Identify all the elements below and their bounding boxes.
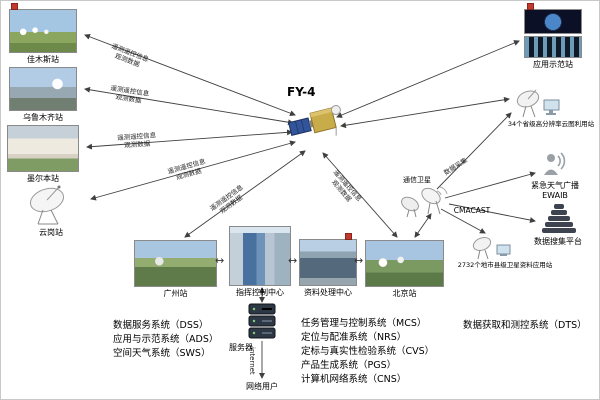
guangzhou-photo — [134, 240, 217, 287]
command-center-photo — [229, 226, 291, 286]
system-item: 任务管理与控制系统（MCS） — [301, 318, 427, 329]
command-center-label: 指挥控制中心 — [236, 288, 284, 297]
beijing-photo — [365, 240, 444, 287]
system-item: 应用与示范系统（ADS） — [113, 334, 219, 345]
system-item: 数据获取和测控系统（DTS） — [463, 320, 587, 331]
edge-label-urumqi: 遥测遥控信息观测数据 — [109, 84, 150, 105]
ewaib-broadcast-icon — [544, 152, 566, 175]
link-arrow: ↔ — [288, 254, 298, 267]
edge-label-yungang: 遥测遥控信息观测数据 — [166, 157, 207, 182]
ewaib-label: 紧急天气广播 — [531, 181, 579, 190]
system-item: 定标与真实性检验系统（CVS） — [301, 346, 435, 357]
ewaib-abbr-label: EWAIB — [542, 191, 568, 200]
cmacast-label: CMACAST — [453, 206, 491, 215]
guangzhou-label: 广州站 — [163, 289, 188, 298]
app-demo-globe-photo — [524, 9, 582, 34]
systems-list-right: 数据获取和测控系统（DTS） — [463, 319, 587, 333]
system-item: 空间天气系统（SWS） — [113, 348, 211, 359]
server-label: 服务器 — [229, 343, 253, 352]
yungang-label: 云岗站 — [39, 228, 63, 237]
jiamusi-label: 佳木斯站 — [27, 55, 59, 64]
logo-badge-icon — [11, 3, 18, 10]
melbourne-label: 墨尔本站 — [27, 174, 59, 183]
logo-badge-icon — [345, 233, 352, 240]
edge-label-guangzhou: 遥测遥控信息观测数据 — [208, 183, 245, 216]
systems-list-left: 数据服务系统（DSS） 应用与示范系统（ADS） 空间天气系统（SWS） — [113, 319, 218, 361]
provincial-dish-icon — [516, 89, 560, 118]
systems-list-center: 任务管理与控制系统（MCS） 定位与配准系统（NRS） 定标与真实性检验系统（C… — [301, 317, 434, 387]
app-demo-label: 应用示范站 — [533, 60, 573, 69]
beijing-label: 北京站 — [392, 289, 417, 298]
provincial-label: 34个省级高分辨率云图利用站 — [507, 120, 595, 128]
net-users-label: 网络用户 — [246, 382, 278, 391]
fy4-satellite-icon — [288, 104, 341, 137]
melbourne-photo — [7, 125, 79, 172]
comsat-dishes-icon — [401, 186, 448, 218]
urumqi-photo — [9, 67, 77, 111]
system-item: 定位与配准系统（NRS） — [301, 332, 407, 343]
yungang-dish-icon — [29, 185, 65, 225]
edge-label-data-collection: 数据采集 — [442, 156, 469, 177]
system-item: 数据服务系统（DSS） — [113, 320, 209, 331]
logo-badge-icon — [527, 3, 534, 10]
jiamusi-photo — [9, 9, 77, 53]
server-icon — [248, 303, 276, 339]
app-demo-room-photo — [524, 36, 582, 58]
link-arrow: ↔ — [215, 254, 225, 267]
edge-label-jiamusi: 遥测遥控信息观测数据 — [110, 42, 150, 69]
system-item: 产品生成系统（PGS） — [301, 360, 397, 371]
urumqi-label: 乌鲁木齐站 — [23, 113, 63, 122]
data-center-label: 资料处理中心 — [304, 288, 352, 297]
county-dish-icon — [472, 236, 511, 260]
county-label: 2732个地市县级卫星资料应用站 — [457, 261, 553, 269]
edge-label-beijing: 遥测遥控信息观测数据 — [330, 168, 364, 204]
fy4-title: FY-4 — [287, 85, 316, 99]
internet-label: internet — [248, 347, 256, 375]
system-item: 计算机网络系统（CNS） — [301, 374, 407, 385]
data-platform-label: 数据搜集平台 — [534, 237, 582, 246]
link-arrow: ↔ — [354, 254, 364, 267]
edge-label-melbourne: 遥测遥控信息观测数据 — [116, 131, 157, 150]
data-center-photo — [299, 239, 357, 286]
comsat-label: 通信卫星 — [403, 176, 431, 184]
data-platform-icon — [542, 204, 576, 233]
